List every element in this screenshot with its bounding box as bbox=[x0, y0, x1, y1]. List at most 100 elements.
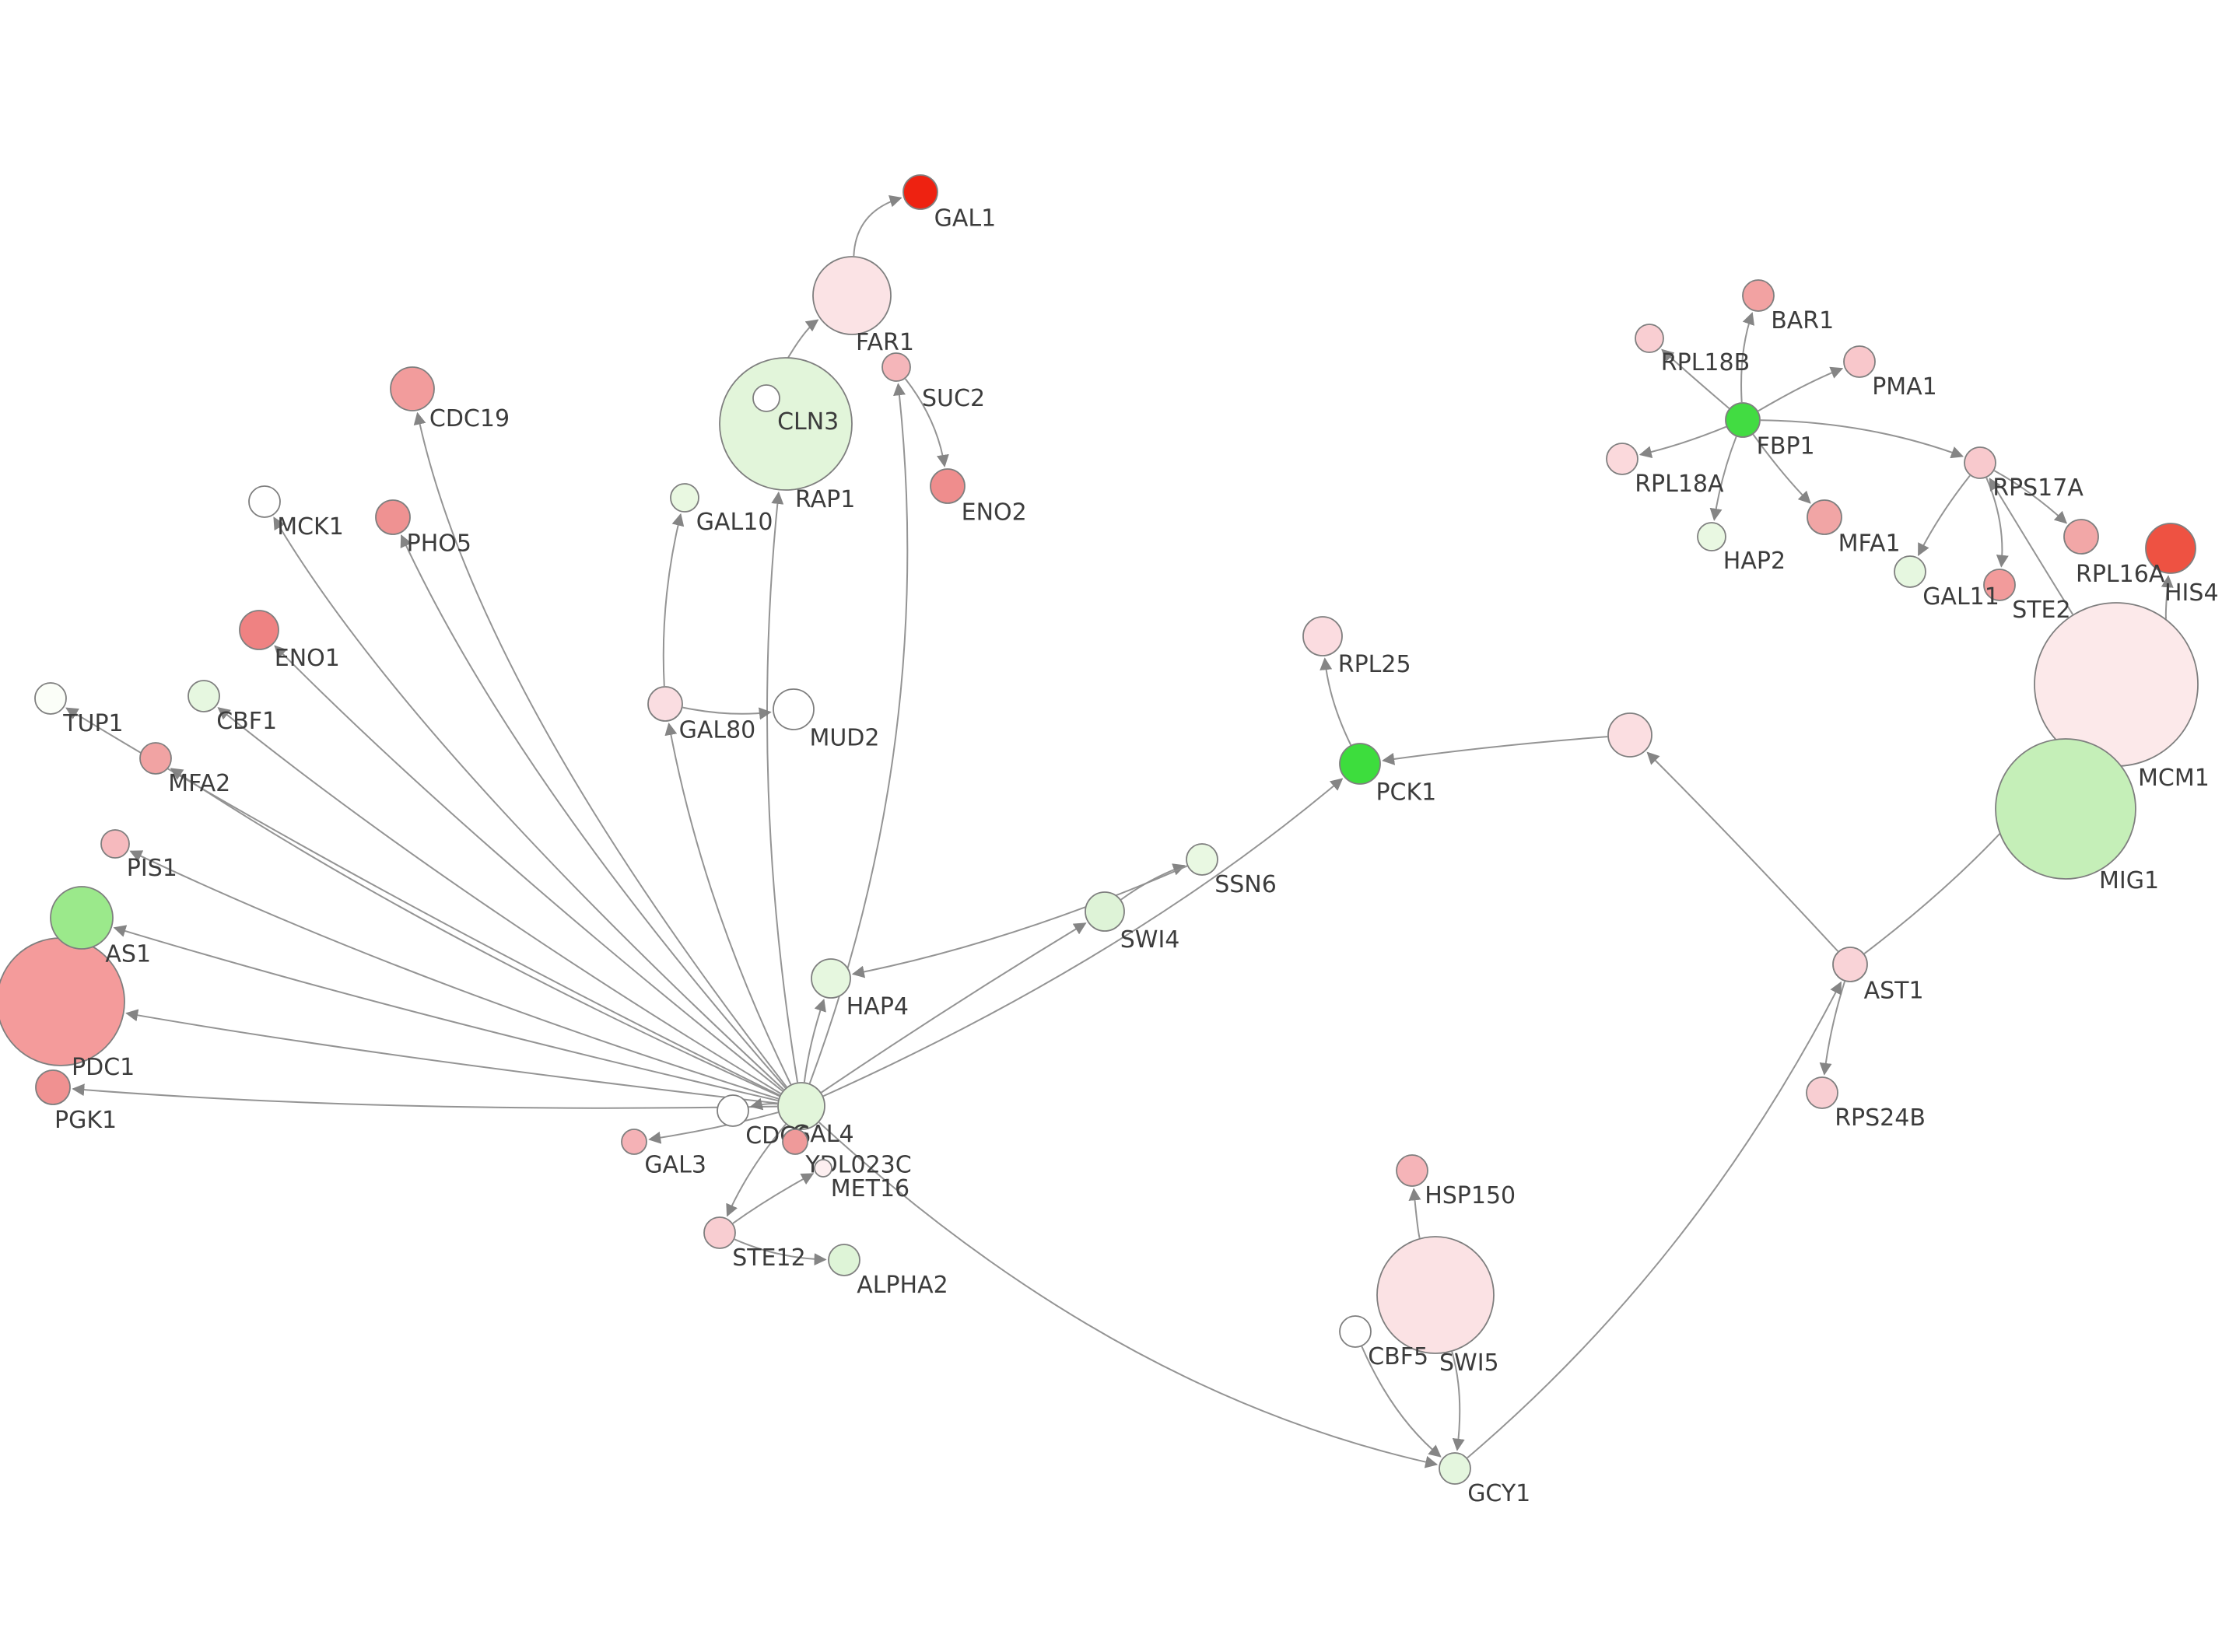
node-rap1[interactable] bbox=[719, 357, 853, 491]
edge-ast1-rps24b[interactable] bbox=[1819, 981, 1846, 1076]
edge-far1-gal1[interactable] bbox=[853, 194, 902, 257]
edge-gal4-mck1[interactable] bbox=[273, 516, 784, 1090]
node-bar1[interactable] bbox=[1742, 279, 1775, 312]
edge-fbp1-rpl18b[interactable] bbox=[1661, 348, 1730, 409]
node-pgk1[interactable] bbox=[35, 1069, 71, 1105]
edge-suc2-eno2[interactable] bbox=[904, 378, 949, 467]
node-his4[interactable] bbox=[2145, 523, 2196, 574]
edge-fbp1-pma1[interactable] bbox=[1758, 366, 1844, 412]
node-pho5[interactable] bbox=[375, 499, 411, 535]
edge-node_x-pck1[interactable] bbox=[1382, 736, 1608, 765]
edge-gal4-ras1[interactable] bbox=[113, 925, 779, 1102]
node-gal4[interactable] bbox=[777, 1082, 825, 1130]
edge-mcm1-rps17a[interactable] bbox=[1989, 478, 2073, 615]
edge-gcy1-ast1[interactable] bbox=[1467, 981, 1842, 1459]
node-rpl18b[interactable] bbox=[1635, 324, 1664, 353]
edge-gal4-rap1[interactable] bbox=[766, 491, 798, 1083]
node-eno1[interactable] bbox=[239, 610, 279, 650]
edge-swi5-gcy1[interactable] bbox=[1451, 1351, 1465, 1451]
node-hap2[interactable] bbox=[1697, 522, 1726, 551]
node-mig1[interactable] bbox=[1995, 738, 2136, 880]
node-met16[interactable] bbox=[814, 1159, 832, 1178]
edge-gal4-ste12[interactable] bbox=[726, 1123, 787, 1217]
node-pis1[interactable] bbox=[100, 829, 130, 859]
node-gcy1[interactable] bbox=[1439, 1452, 1471, 1485]
node-hsp150[interactable] bbox=[1396, 1154, 1428, 1187]
node-cln3[interactable] bbox=[752, 384, 780, 412]
edge-rps17a-gal11[interactable] bbox=[1917, 474, 1971, 557]
node-rpl18a[interactable] bbox=[1606, 443, 1638, 475]
node-rpl25[interactable] bbox=[1302, 616, 1343, 656]
edge-ste12-alpha2[interactable] bbox=[734, 1238, 827, 1266]
node-swi5[interactable] bbox=[1376, 1236, 1495, 1354]
edge-gal80-gal10[interactable] bbox=[662, 513, 685, 687]
node-cdc6[interactable] bbox=[717, 1094, 749, 1127]
edge-pck1-rpl25[interactable] bbox=[1320, 657, 1352, 746]
edge-gal4-pis1[interactable] bbox=[129, 850, 779, 1100]
node-mud2[interactable] bbox=[773, 688, 815, 730]
edge-gal4-gcy1[interactable] bbox=[818, 1122, 1439, 1468]
edge-gal4-mfa2[interactable] bbox=[170, 768, 780, 1097]
edge-gal4-pgk1[interactable] bbox=[72, 1083, 778, 1109]
edge-swi4-ssn6[interactable] bbox=[1120, 863, 1186, 901]
edge-gal4-gal80[interactable] bbox=[664, 722, 792, 1085]
node-rpl16a[interactable] bbox=[2063, 519, 2099, 555]
node-swi4[interactable] bbox=[1085, 891, 1125, 932]
edge-fbp1-hap2[interactable] bbox=[1709, 436, 1737, 521]
edge-gal4-gal3[interactable] bbox=[648, 1111, 779, 1144]
node-ssn6[interactable] bbox=[1186, 843, 1218, 876]
node-gal10[interactable] bbox=[670, 483, 699, 513]
node-gal80[interactable] bbox=[647, 686, 683, 722]
edge-cbf5-gcy1[interactable] bbox=[1361, 1346, 1442, 1458]
edge-fbp1-rps17a[interactable] bbox=[1760, 419, 1964, 459]
edge-gal4-cdc19[interactable] bbox=[413, 411, 787, 1088]
edge-gal4-hap4[interactable] bbox=[803, 998, 826, 1083]
node-cbf5[interactable] bbox=[1339, 1315, 1372, 1348]
node-mfa1[interactable] bbox=[1807, 499, 1842, 535]
node-rps24b[interactable] bbox=[1806, 1076, 1838, 1109]
node-label-met16: MET16 bbox=[831, 1175, 909, 1202]
edge-gal80-mud2[interactable] bbox=[682, 706, 772, 720]
edge-gal4-tup1[interactable] bbox=[65, 707, 780, 1097]
node-hap4[interactable] bbox=[811, 958, 851, 999]
edge-gal4-swi4[interactable] bbox=[821, 922, 1087, 1094]
edge-ast1-node_x[interactable] bbox=[1646, 751, 1839, 952]
node-far1[interactable] bbox=[812, 256, 892, 335]
edge-gal4-pdc1[interactable] bbox=[125, 1009, 778, 1104]
node-pck1[interactable] bbox=[1339, 743, 1381, 785]
edge-swi5-hsp150[interactable] bbox=[1408, 1188, 1421, 1239]
node-rps17a[interactable] bbox=[1964, 446, 1996, 479]
node-ste12[interactable] bbox=[703, 1216, 736, 1249]
node-group-pgk1: PGK1 bbox=[35, 1069, 117, 1134]
node-gal1[interactable] bbox=[902, 174, 938, 210]
node-ste2[interactable] bbox=[1983, 569, 2016, 601]
node-eno2[interactable] bbox=[930, 468, 966, 504]
edge-fbp1-rpl18a[interactable] bbox=[1638, 425, 1727, 459]
edge-gal4-cbf1[interactable] bbox=[217, 707, 781, 1094]
edge-fbp1-bar1[interactable] bbox=[1740, 312, 1754, 403]
node-gal11[interactable] bbox=[1894, 555, 1926, 588]
edge-gal4-pho5[interactable] bbox=[400, 534, 787, 1089]
edge-gal4-cdc6[interactable] bbox=[749, 1097, 778, 1111]
edge-gal4-eno1[interactable] bbox=[274, 645, 783, 1092]
edge-gal4-pck1[interactable] bbox=[822, 778, 1344, 1097]
node-ast1[interactable] bbox=[1832, 947, 1868, 982]
node-ydl023c[interactable] bbox=[782, 1129, 808, 1155]
edge-rps17a-rpl16a[interactable] bbox=[1993, 470, 2068, 524]
node-alpha2[interactable] bbox=[828, 1244, 860, 1276]
node-tup1[interactable] bbox=[34, 682, 67, 715]
node-cdc19[interactable] bbox=[390, 366, 435, 411]
node-gal3[interactable] bbox=[621, 1129, 647, 1155]
node-fbp1[interactable] bbox=[1725, 402, 1761, 438]
edge-ste12-met16[interactable] bbox=[732, 1173, 815, 1224]
node-suc2[interactable] bbox=[881, 352, 911, 382]
node-ras1[interactable] bbox=[50, 886, 114, 950]
node-pma1[interactable] bbox=[1843, 345, 1876, 378]
node-mck1[interactable] bbox=[248, 485, 281, 518]
node-cbf1[interactable] bbox=[188, 680, 220, 712]
edge-fbp1-mfa1[interactable] bbox=[1752, 434, 1811, 504]
node-mfa2[interactable] bbox=[139, 742, 172, 775]
node-node_x[interactable] bbox=[1607, 712, 1652, 758]
edge-ssn6-hap4[interactable] bbox=[851, 865, 1188, 978]
